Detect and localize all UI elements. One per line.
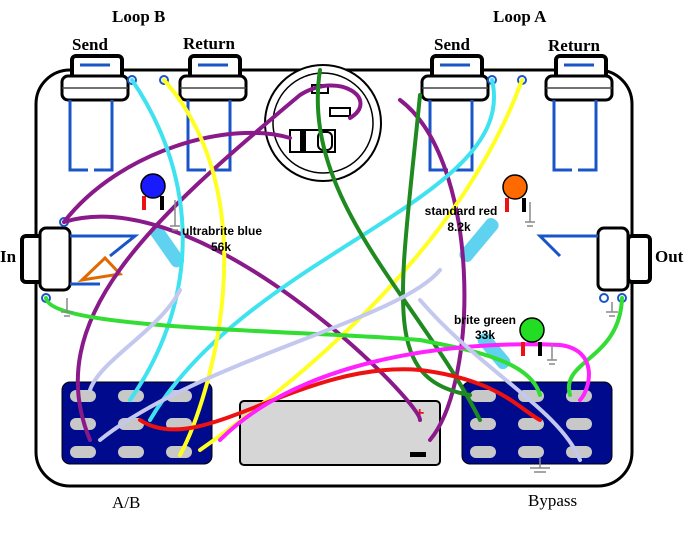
wire-red-1 [138, 367, 542, 432]
loop-a-label: Loop A [493, 7, 547, 26]
led-red [502, 174, 528, 212]
led-blue [140, 173, 166, 210]
wire-lime-2 [566, 296, 624, 397]
send-b-label: Send [72, 35, 108, 54]
jack-send-b [60, 54, 137, 172]
wire-magenta-1 [218, 342, 591, 442]
jack-return-a [517, 54, 614, 172]
wire-purple-4 [398, 98, 467, 442]
led-blue-name: ultrabrite blue [181, 224, 262, 238]
led-red-name: standard red [424, 204, 498, 218]
return-b-label: Return [183, 34, 235, 53]
jack-return-b [159, 54, 248, 172]
ab-switch-label: A/B [112, 493, 141, 512]
dc-jack [264, 64, 382, 182]
battery: + [239, 400, 441, 466]
wire-lavender-2 [98, 268, 442, 442]
led-blue-resistor: 56k [210, 240, 232, 254]
footswitch-bypass [461, 381, 613, 473]
wire-lavender-1 [88, 288, 182, 392]
wire-green-1 [315, 68, 482, 422]
led-green [519, 317, 545, 356]
wire-lime-1 [44, 296, 542, 397]
ground-symbols [61, 200, 618, 365]
wire-purple-1 [62, 130, 292, 224]
wire-green-2 [401, 93, 472, 397]
loop-b-label: Loop B [112, 7, 166, 26]
input-label: In [0, 247, 17, 266]
wire-cyan-1 [128, 78, 185, 402]
bypass-switch-label: Bypass [528, 491, 578, 510]
led-red-resistor: 8.2k [447, 220, 471, 234]
resistor-red [459, 218, 499, 262]
output-label: Out [655, 247, 684, 266]
led-green-resistor: 33k [474, 328, 496, 342]
wire-purple-3 [62, 214, 422, 422]
wire-purple-2 [75, 83, 363, 442]
resistor-blue [149, 224, 185, 268]
return-a-label: Return [548, 36, 600, 55]
wire-lavender-3 [418, 298, 582, 462]
wire-cyan-2 [148, 78, 496, 422]
jack-input [20, 217, 140, 303]
wire-yellow-1 [162, 78, 227, 457]
send-a-label: Send [434, 35, 470, 54]
led-green-name: brite green [453, 313, 516, 327]
